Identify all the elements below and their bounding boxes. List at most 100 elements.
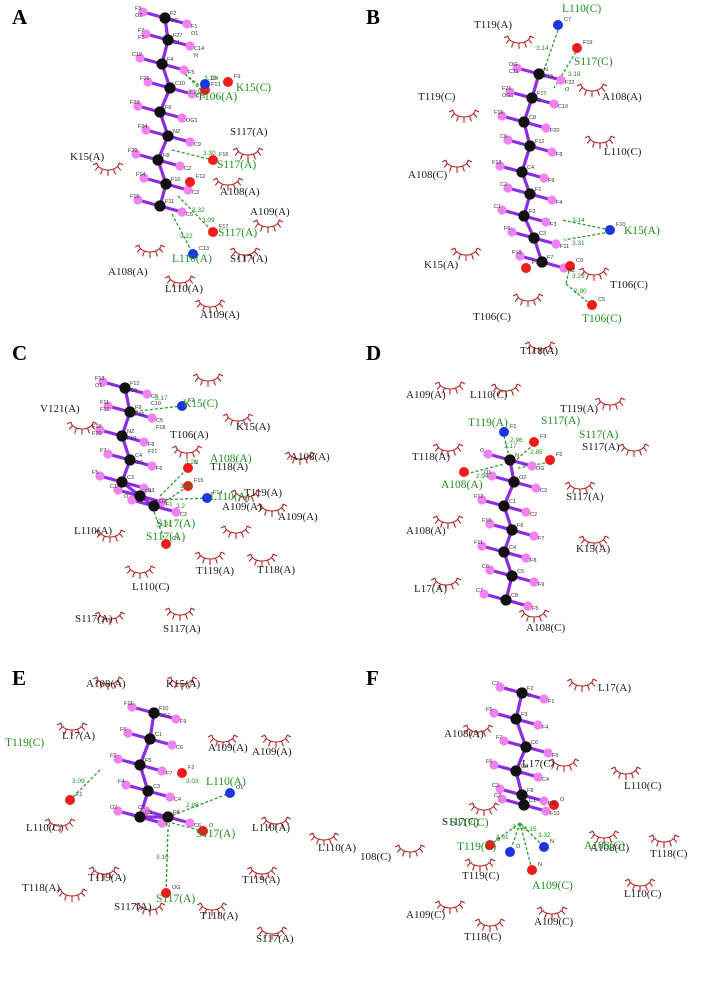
atom-label: F6 [486,759,492,765]
fluorine-atom [512,63,522,73]
fluorine-atom [98,377,108,387]
hydrophobic-contact-icon [166,676,198,690]
atom-label: F8 [148,442,154,448]
atom-label: F11 [560,244,569,250]
atom-label: F14 [213,490,222,496]
atom-label: F15 [130,194,139,200]
residue-label: A108(C) [408,169,447,181]
atom-label: F21 [502,86,511,92]
hydrophobic-contact-icon [229,247,261,261]
residue-label: S117(A) [230,126,268,138]
atom-label: F8 [530,558,536,564]
hbond-line [171,822,204,832]
atom-label: F7 [547,255,553,261]
hydrophobic-contact-icon [171,445,203,459]
nitrogen-atom [202,493,212,503]
hydrophobic-contact-icon [194,551,226,565]
hydrophobic-contact-icon [134,902,166,916]
atom-label: C2 [494,793,501,799]
residue-label: L110(C) [26,822,64,834]
carbon-atom [510,713,522,725]
atom-label: C3 [539,231,546,237]
atom-label: F2 [527,686,533,692]
atom-label: C2 [500,182,507,188]
atom-label: O [124,494,129,500]
oxygen-atom [527,865,537,875]
atom-label: N [515,453,519,459]
oxygen-atom [223,77,233,87]
hbond-distance: 3.14 [536,45,549,52]
residue-label: A109(C) [534,916,573,928]
atom-label: C2 [180,512,187,518]
atom-label: F13 [95,376,104,382]
residue-label: L110(A) [165,283,203,295]
fluorine-atom [539,173,549,183]
fluorine-atom [485,519,495,529]
hbond-residue-label: A108(A) [441,479,483,491]
atom-label: F5 [138,35,144,41]
fluorine-atom [479,589,489,599]
hbond-residue-label: A108(A) [210,453,252,465]
atom-label: F11 [548,801,557,807]
hbond-residue-label: T119(A) [468,417,508,429]
oxygen-atom [521,263,531,273]
atom-label: C6 [500,134,507,140]
atom-label: F19 [127,436,136,442]
fluorine-atom [485,565,495,575]
residue-label: A109(A) [200,309,240,321]
carbon-atom [498,546,510,558]
hydrophobic-contact-icon [220,525,252,539]
fluorine-atom [139,483,149,493]
fluorine-atom [533,772,543,782]
fluorine-atom [527,461,537,471]
carbon-atom [134,490,146,502]
fluorine-atom [483,449,493,459]
hydrophobic-contact-icon [512,293,544,307]
atom-label: F9 [180,719,186,725]
atom-label: O1 [484,470,491,476]
atom-label: O2 [135,13,142,19]
residue-label: S117(C) [442,816,479,828]
atom-label: N [544,67,548,73]
atom-label: O [560,797,565,803]
hbond-residue-label: S117(A) [146,531,185,543]
residue-label: K15(A) [70,151,105,163]
nitrogen-atom [200,79,210,89]
atom-label: F3 [550,222,556,228]
atom-label: C7 [564,17,571,23]
carbon-atom [506,570,518,582]
oxygen-atom [185,177,195,187]
fluorine-atom [177,207,187,217]
atom-label: F5 [486,707,492,713]
fluorine-atom [495,161,505,171]
atom-label: C5 [598,297,605,303]
hbond-residue-label: T119(C) [457,841,496,853]
fluorine-atom [95,471,105,481]
hydrophobic-contact-icon [576,83,608,97]
atom-label: C6 [151,394,158,400]
atom-label: O2 [519,475,526,481]
panel-d: DNOOGO2O1C3C1F12C2F6F10F7C4F11F8C5C6F9C8… [366,341,650,634]
atom-label: C9 [576,258,583,264]
residue-label: K15(A) [236,421,271,433]
atom-label: O2 [110,805,117,811]
atom-label: F13 [211,82,220,88]
hbond-line [129,405,183,413]
atom-label: C9 [194,142,201,148]
fluorine-atom [539,694,549,704]
atom-label: NZ [173,129,181,135]
carbon-atom [154,200,166,212]
hbond-line [561,219,611,231]
atom-label: F3 [540,434,546,440]
hydrophobic-contact-icon [432,515,464,529]
atom-label: OG [135,460,144,466]
atom-label: F13 [492,160,501,166]
hbond-line [565,265,571,285]
carbon-atom [119,382,131,394]
fluorine-atom [541,806,551,816]
hbond-residue-label: A109(C) [532,880,573,892]
hbond-distance: 2.85 [530,449,543,456]
fluorine-atom [179,65,189,75]
